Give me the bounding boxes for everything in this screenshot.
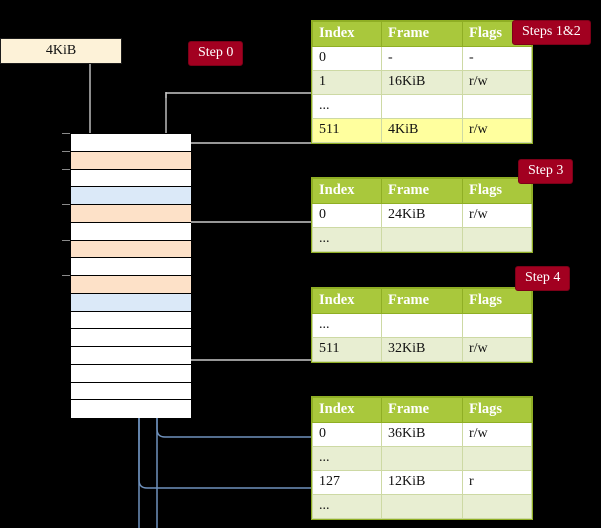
badge-step-0-label: Step 0 [198, 45, 234, 60]
cell-frame: 16KiB [381, 70, 463, 95]
cell-index: ... [312, 446, 382, 471]
memory-row [71, 205, 191, 223]
cell-flags [462, 313, 532, 338]
memory-row [71, 240, 191, 259]
table-row: 511 4KiB r/w [312, 118, 532, 143]
page-table-1: Index Frame Flags 0 - - 1 16KiB r/w ... [311, 20, 533, 144]
cell-flags [462, 227, 532, 252]
cell-frame: 4KiB [381, 118, 463, 143]
cell-flags: r/w [462, 70, 532, 95]
cell-index: 0 [312, 203, 382, 228]
cell-index: ... [312, 227, 382, 252]
cell-index: 511 [312, 118, 382, 143]
table-row: ... [312, 494, 532, 519]
cell-frame [381, 227, 463, 252]
cell-index: ... [312, 313, 382, 338]
table-row: 0 24KiB r/w [312, 203, 532, 228]
table-row: 1 16KiB r/w [312, 70, 532, 95]
memory-row [71, 222, 191, 241]
cell-index: 127 [312, 470, 382, 495]
cell-frame: 36KiB [381, 422, 463, 447]
table-row: ... [312, 446, 532, 471]
badge-step-0: Step 0 [188, 41, 244, 66]
badge-step-3-label: Step 3 [528, 163, 564, 178]
column-header-frame: Frame [381, 288, 463, 314]
cell-flags [462, 446, 532, 471]
column-header-index: Index [312, 21, 382, 47]
memory-row [71, 364, 191, 383]
badge-step-3: Step 3 [518, 159, 574, 184]
badge-step-4: Step 4 [515, 266, 571, 291]
cell-index: 1 [312, 70, 382, 95]
source-size-box: 4KiB [0, 38, 122, 64]
table-header-row: Index Frame Flags [312, 288, 532, 314]
page-table-2: Index Frame Flags 0 24KiB r/w ... [311, 177, 533, 253]
badge-steps-1-2-label: Steps 1&2 [522, 24, 581, 39]
cell-index: ... [312, 94, 382, 119]
memory-row [71, 311, 191, 330]
cell-frame: 32KiB [381, 337, 463, 362]
table-row: ... [312, 94, 532, 119]
memory-row [71, 276, 191, 294]
memory-row [71, 400, 191, 418]
memory-row [71, 134, 191, 152]
table-header-row: Index Frame Flags [312, 397, 532, 423]
cell-index: 0 [312, 422, 382, 447]
grid-tick-marks [62, 133, 71, 417]
memory-row [71, 151, 191, 170]
table-row: 127 12KiB r [312, 470, 532, 495]
cell-frame: - [381, 46, 463, 71]
cell-frame [381, 494, 463, 519]
cell-frame [381, 313, 463, 338]
column-header-index: Index [312, 288, 382, 314]
memory-row [71, 187, 191, 205]
table-row: ... [312, 227, 532, 252]
column-header-frame: Frame [381, 397, 463, 423]
cell-index: 511 [312, 337, 382, 362]
memory-row [71, 347, 191, 365]
cell-index: ... [312, 494, 382, 519]
page-table-4: Index Frame Flags 0 36KiB r/w ... 127 [311, 396, 533, 520]
table-row: 0 - - [312, 46, 532, 71]
source-size-label: 4KiB [45, 43, 77, 58]
table-row: 0 36KiB r/w [312, 422, 532, 447]
badge-steps-1-2: Steps 1&2 [512, 20, 591, 45]
memory-frame-grid [70, 133, 191, 418]
cell-flags: - [462, 46, 532, 71]
memory-row [71, 169, 191, 188]
page-table-3: Index Frame Flags ... 511 32KiB r/w [311, 287, 533, 363]
cell-flags [462, 494, 532, 519]
wire-t1-row1-lane [165, 92, 311, 98]
cell-frame [381, 446, 463, 471]
table-header-row: Index Frame Flags [312, 21, 532, 47]
table-row: 511 32KiB r/w [312, 337, 532, 362]
cell-frame [381, 94, 463, 119]
cell-frame: 24KiB [381, 203, 463, 228]
memory-row [71, 293, 191, 312]
column-header-frame: Frame [381, 21, 463, 47]
column-header-frame: Frame [381, 178, 463, 204]
cell-flags: r [462, 470, 532, 495]
badge-step-4-label: Step 4 [525, 270, 561, 285]
cell-flags: r/w [462, 118, 532, 143]
cell-flags [462, 94, 532, 119]
memory-row [71, 329, 191, 347]
cell-flags: r/w [462, 337, 532, 362]
wire-t2-to-grid [177, 221, 311, 248]
memory-row [71, 382, 191, 401]
column-header-flags: Flags [462, 397, 532, 423]
table-header-row: Index Frame Flags [312, 178, 532, 204]
cell-flags: r/w [462, 422, 532, 447]
column-header-flags: Flags [462, 288, 532, 314]
column-header-index: Index [312, 397, 382, 423]
column-header-index: Index [312, 178, 382, 204]
cell-frame: 12KiB [381, 470, 463, 495]
table-row: ... [312, 313, 532, 338]
memory-row [71, 258, 191, 276]
cell-index: 0 [312, 46, 382, 71]
cell-flags: r/w [462, 203, 532, 228]
